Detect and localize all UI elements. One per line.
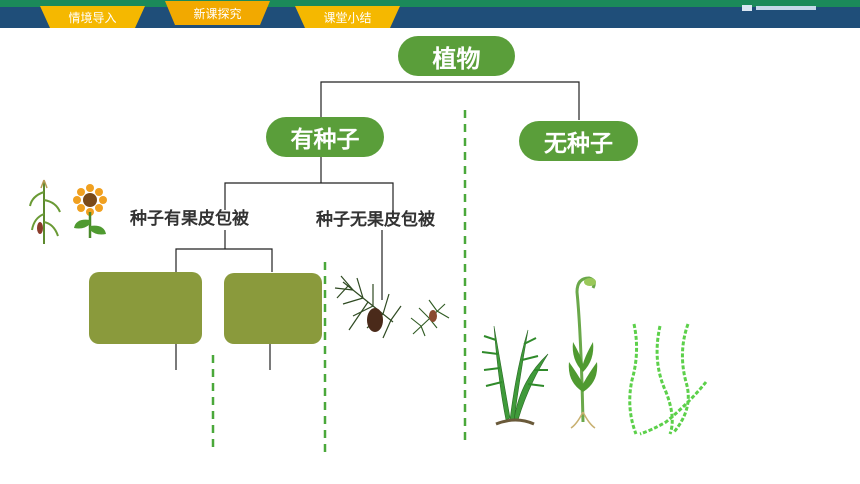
without-seed-label: 无种子 [544, 131, 613, 157]
with-seed-node: 有种子 [266, 117, 384, 157]
tab-intro-label: 情境导入 [68, 10, 117, 25]
corn-plant-icon [29, 179, 61, 244]
sunflower-icon [73, 184, 107, 238]
without-seed-node: 无种子 [519, 121, 638, 161]
fern-icon [481, 325, 549, 426]
top-bar [0, 0, 860, 28]
tab-explore-label: 新课探究 [193, 6, 242, 21]
blank-box-left [89, 272, 202, 344]
tab-intro[interactable]: 情境导入 [40, 6, 145, 28]
pine-sprig-icon [410, 299, 450, 337]
root-node: 植物 [398, 36, 515, 76]
top-accent-line [0, 0, 860, 7]
without-pericarp-label: 种子无果皮包被 [316, 210, 435, 230]
tab-summary[interactable]: 课堂小结 [295, 6, 400, 28]
with-pericarp-label: 种子有果皮包被 [130, 209, 249, 229]
moss-icon [568, 276, 598, 429]
with-seed-label: 有种子 [290, 127, 360, 153]
pine-branch-icon [334, 275, 402, 339]
logo-icon [740, 2, 820, 14]
tab-summary-label: 课堂小结 [323, 10, 372, 25]
root-label: 植物 [432, 44, 481, 73]
tab-explore[interactable]: 新课探究 [165, 1, 270, 25]
blank-box-right [224, 273, 322, 344]
algae-icon [628, 323, 708, 436]
